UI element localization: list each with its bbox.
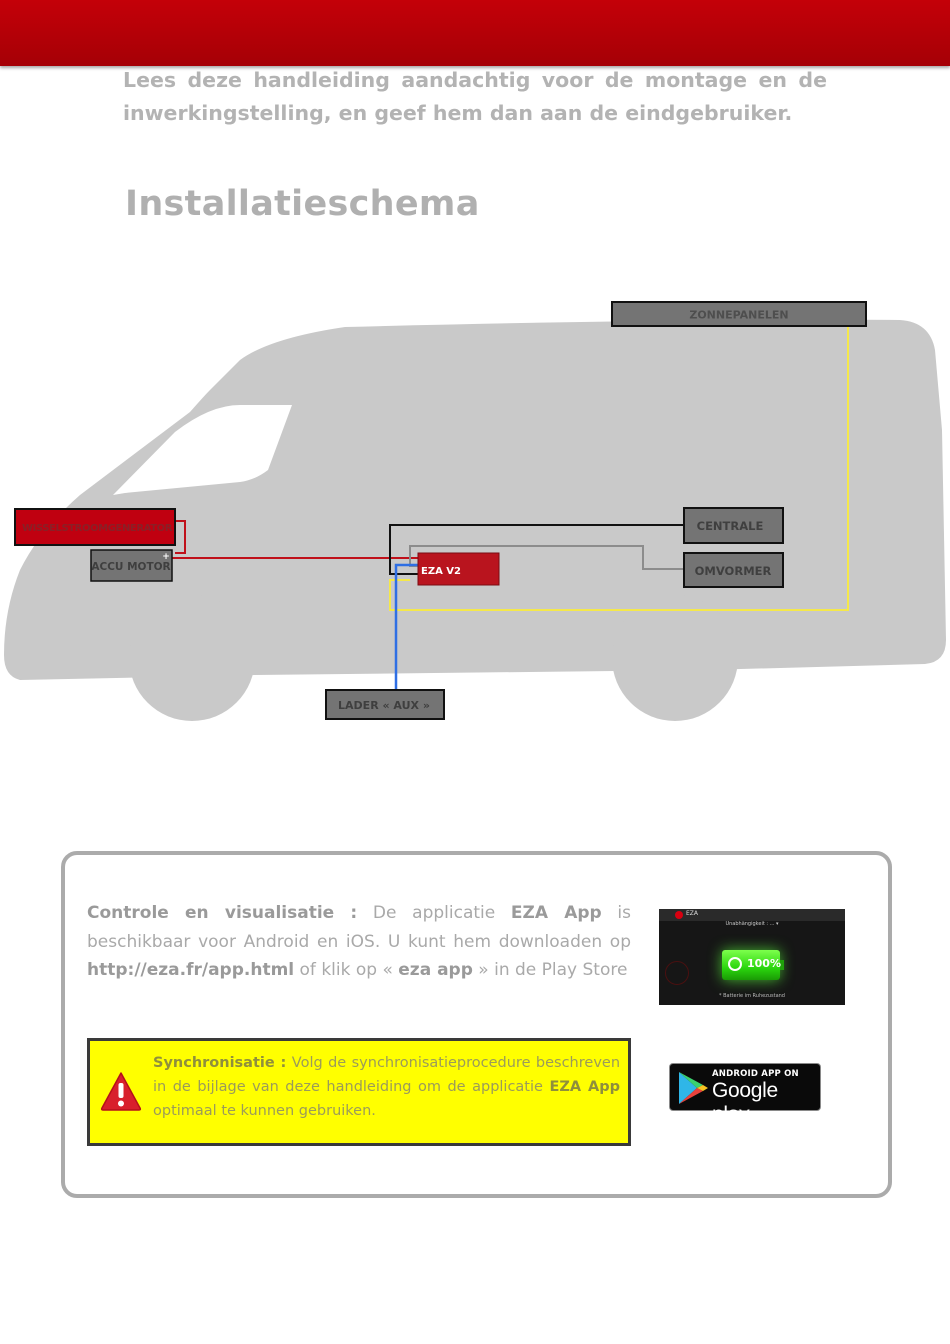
app-screenshot-dial	[665, 961, 689, 985]
lader-aux-label: LADER « AUX »	[338, 699, 430, 712]
control-text-3: of klik op «	[294, 960, 399, 980]
app-screenshot-topbar: EZA	[659, 909, 845, 921]
wisselstroomgenerator-label: WISSELSTROOMGENERATOR	[22, 523, 173, 534]
google-play-small-label: ANDROID APP ON	[712, 1069, 799, 1079]
warning-triangle-icon	[100, 1072, 142, 1111]
app-screenshot-status: Unabhängigkeit : ... ▾	[725, 921, 779, 927]
eza-app-link[interactable]: eza app	[398, 960, 473, 980]
sync-warning-box: Synchronisatie : Volg de synchronisatiep…	[87, 1038, 631, 1146]
installation-diagram: ZONNEPANELEN WISSELSTROOMGENERATOR ACCU …	[0, 290, 950, 730]
accu-plus-sign: +	[162, 552, 170, 562]
battery-ring-icon	[728, 957, 742, 971]
wire-black-centrale	[389, 524, 684, 575]
info-panel: Controle en visualisatie : De applicatie…	[61, 851, 892, 1198]
zonnepanelen-label: ZONNEPANELEN	[689, 309, 788, 322]
google-play-big-label: Google play	[712, 1079, 778, 1126]
omvormer-box: OMVORMER	[683, 552, 784, 588]
section-title: Installatieschema	[125, 184, 480, 224]
accu-motor-box: ACCU MOTOR +	[90, 549, 173, 582]
vehicle-silhouette	[4, 319, 946, 721]
app-url-link[interactable]: http://eza.fr/app.html	[87, 960, 295, 980]
app-name: EZA App	[510, 903, 602, 923]
centrale-label: CENTRALE	[697, 519, 764, 533]
sync-app-name: EZA App	[549, 1079, 620, 1095]
accu-motor-label: ACCU MOTOR	[91, 561, 170, 573]
sync-paragraph: Synchronisatie : Volg de synchronisatiep…	[153, 1051, 620, 1123]
control-text-4: » in de Play Store	[472, 960, 628, 980]
battery-percent: 100%	[747, 957, 781, 970]
wisselstroomgenerator-box: WISSELSTROOMGENERATOR	[14, 508, 176, 546]
app-screenshot-title: EZA	[686, 910, 699, 917]
lader-aux-box: LADER « AUX »	[325, 689, 445, 720]
app-screenshot-footer: * Batterie im Ruhezustand	[719, 993, 785, 999]
sync-text-2: optimaal te kunnen gebruiken.	[153, 1103, 376, 1119]
control-text-2: is beschikbaar voor Android en iOS. U ku…	[87, 903, 631, 952]
omvormer-label: OMVORMER	[695, 564, 772, 578]
intro-paragraph: Lees deze handleiding aandachtig voor de…	[123, 68, 827, 125]
control-label: Controle en visualisatie :	[87, 903, 358, 923]
centrale-box: CENTRALE	[683, 507, 784, 544]
zonnepanelen-box: ZONNEPANELEN	[611, 301, 867, 327]
sync-label: Synchronisatie :	[153, 1055, 287, 1071]
header-bar	[0, 0, 950, 66]
control-text-1: De applicatie	[357, 903, 511, 923]
eza-v2-label: EZA V2	[421, 566, 461, 577]
google-play-badge[interactable]: ANDROID APP ON Google play	[669, 1063, 821, 1126]
eza-logo-icon	[675, 911, 683, 919]
wire-red-generator	[175, 520, 186, 554]
wire-blue-lader	[394, 563, 418, 690]
eza-v2-box: EZA V2	[417, 552, 500, 586]
app-screenshot: EZA Unabhängigkeit : ... ▾ 100% * Batter…	[659, 909, 845, 1005]
control-paragraph: Controle en visualisatie : De applicatie…	[87, 899, 631, 985]
google-play-icon	[679, 1072, 708, 1104]
sync-text-1: Volg de synchronisatieprocedure beschrev…	[153, 1055, 621, 1095]
battery-tip	[780, 960, 784, 970]
